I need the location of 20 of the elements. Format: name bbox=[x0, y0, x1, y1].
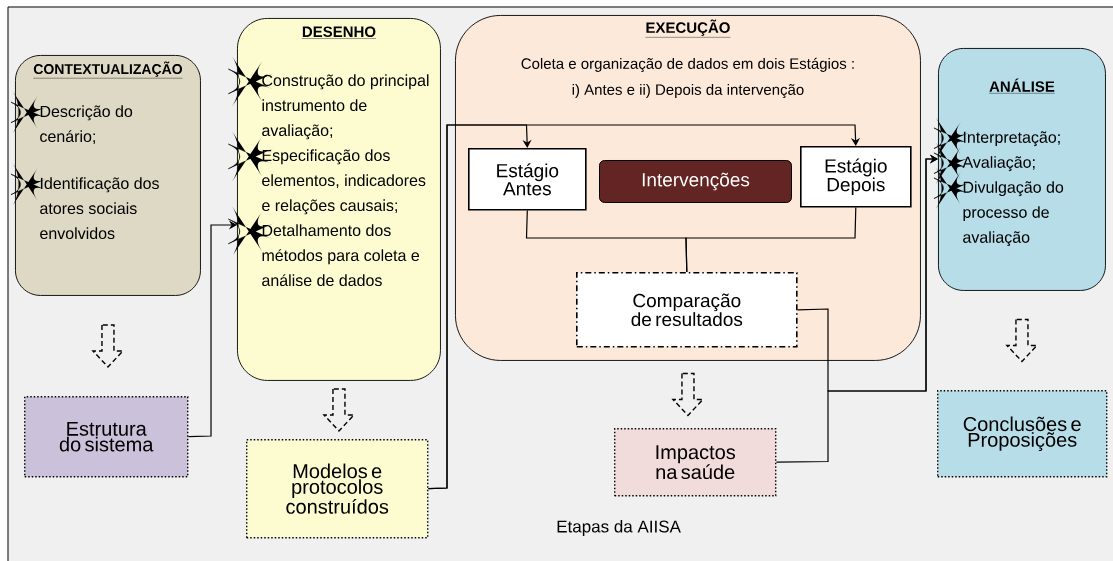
arrow bbox=[187, 220, 237, 438]
result-box: Estrutura do sistema bbox=[24, 396, 189, 478]
intervention-box: Intervenções bbox=[599, 160, 792, 203]
stage-box: Estágio Antes bbox=[468, 148, 587, 211]
stage-box: ANÁLISE Interpretação; Avaliação; Divulgação do processo de avaliação bbox=[933, 48, 1106, 291]
arrow bbox=[427, 124, 861, 490]
stage-box: Estágio Depois bbox=[800, 146, 912, 208]
block-arrow bbox=[671, 372, 705, 417]
result-box: Impactos na saúde bbox=[614, 428, 777, 497]
caption-label: Etapas da AIISA bbox=[557, 520, 681, 536]
comparison-box: Comparação de resultados bbox=[576, 272, 798, 348]
block-arrow bbox=[91, 324, 125, 368]
connector-line bbox=[685, 207, 857, 273]
stage-box: DESENHO Construção do principal instrumento de avaliação; Especificação dos elementos, indicadores e relações causais; Detalhamento dos métodos para coleta e análise de dados bbox=[228, 18, 441, 381]
block-arrow bbox=[322, 388, 356, 432]
stage-box: CONTEXTUALIZAÇÃO Descrição do cenário; Identificação dos atores sociais envolvidos bbox=[10, 55, 201, 296]
block-arrow bbox=[1005, 318, 1039, 363]
result-box: Conclusões e Proposições bbox=[937, 390, 1108, 478]
arrow bbox=[775, 154, 938, 463]
result-box: Modelos e protocolos construídos bbox=[246, 439, 429, 539]
